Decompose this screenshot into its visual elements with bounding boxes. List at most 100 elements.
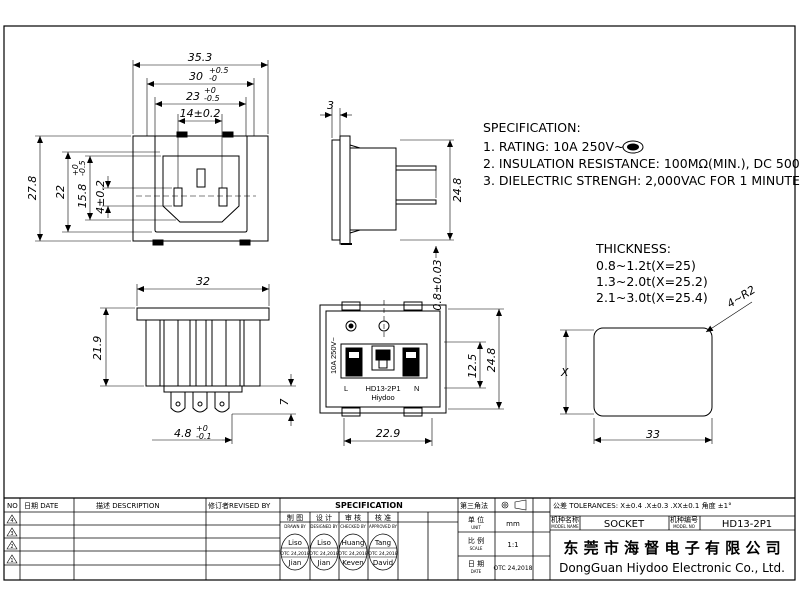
dim-0-8: 0.8±0.03 xyxy=(431,259,444,310)
rear-view xyxy=(319,300,447,417)
dim-30: 30 xyxy=(189,70,203,83)
tb-tolerances: 公差 TOLERANCES: X±0.4 .X±0.3 .XX±0.1 角度 ±… xyxy=(553,501,732,510)
specification-block: SPECIFICATION: 1. RATING: 10A 250V~ 2. I… xyxy=(483,120,800,188)
hdr-revised-by: 修订者REVISED BY xyxy=(208,501,271,510)
bottom-dimension-text: 32 21.9 7 4.8 +0 -0.1 xyxy=(91,275,291,441)
stamp-check-date: OTC 24,2018 xyxy=(338,551,367,557)
stamp-drawn-bottom: Jian xyxy=(288,559,302,567)
side-dimension-lines xyxy=(320,108,454,258)
stamp-approve-date: OTC 24,2018 xyxy=(368,551,397,557)
tb-unit-val: mm xyxy=(506,520,520,528)
tb-company-cn: 东 莞 市 海 督 电 子 有 限 公 司 xyxy=(563,539,780,557)
stamp-design-date: OTC 24,2018 xyxy=(309,551,338,557)
front-view xyxy=(132,131,269,246)
rear-dimension-text: 12.5 24.8 22.9 xyxy=(376,348,498,440)
tb-date-cn: 日 期 xyxy=(468,560,484,568)
dim-14: 14±0.2 xyxy=(180,107,221,120)
dim-27-8: 27.8 xyxy=(26,176,39,201)
dim-23-tol-dn: -0.5 xyxy=(204,94,220,103)
rear-n-label: N xyxy=(414,384,419,393)
thickness-line-2: 1.3~2.0t(X=25.2) xyxy=(596,274,708,289)
thickness-line-1: 0.8~1.2t(X=25) xyxy=(596,258,696,273)
tb-approve-cn: 核 准 xyxy=(375,513,391,522)
dim-radius: 4~R2 xyxy=(725,283,758,310)
dim-23-tol-up: +0 xyxy=(204,86,216,95)
stamp-check: Huang OTC 24,2018 Keven xyxy=(338,533,368,571)
rear-l-label: L xyxy=(344,384,348,393)
rear-model-label: HD13-2P1 xyxy=(365,384,400,393)
tb-model-name-val: SOCKET xyxy=(604,519,645,530)
panel-cutout xyxy=(560,301,753,444)
stamp-design: Liso OTC 24,2018 Jian xyxy=(309,533,339,571)
dim-23: 23 xyxy=(186,90,200,103)
rear-rating-label: 10A 250V~ xyxy=(329,336,338,374)
bottom-dimension-lines xyxy=(100,284,296,444)
stamp-check-bottom: Keven xyxy=(342,559,363,567)
sheet-border xyxy=(3,25,796,581)
tb-scale-en: SCALE xyxy=(470,546,483,551)
tb-model-no-val: HD13-2P1 xyxy=(722,519,772,530)
spec-title: SPECIFICATION: xyxy=(483,120,581,135)
hdr-date: 日期 DATE xyxy=(24,502,58,510)
spec-insulation: 2. INSULATION RESISTANCE: 100MΩ(MIN.), D… xyxy=(483,156,800,171)
hdr-description: 描述 DESCRIPTION xyxy=(96,501,160,510)
stamp-drawn-top: Liso xyxy=(288,539,302,547)
dim-7: 7 xyxy=(278,399,291,406)
panel-dimension-text: 4~R2 X 33 xyxy=(560,283,758,441)
dim-side-24-8: 24.8 xyxy=(451,178,464,203)
dim-4-8-tol-dn: -0.1 xyxy=(196,432,212,441)
front-dimension-lines xyxy=(35,60,269,242)
tb-third-angle: 第三角法 xyxy=(460,501,488,510)
dim-x-label: X xyxy=(560,366,569,379)
dim-22-9: 22.9 xyxy=(376,427,401,440)
tb-company-en: DongGuan Hiydoo Electronic Co., Ltd. xyxy=(559,561,785,575)
dim-3: 3 xyxy=(327,99,334,112)
dim-15-8: 15.8 xyxy=(76,184,89,209)
tb-model-name-en: MODEL NAME xyxy=(551,524,579,529)
dim-35-3: 35.3 xyxy=(188,51,213,64)
dim-12-5: 12.5 xyxy=(466,354,479,379)
rev-mark-3: 3 xyxy=(10,531,13,537)
tb-model-no-en: MODEL NO xyxy=(673,524,695,529)
dim-15-8-tol-up: +0 xyxy=(71,164,80,176)
tb-date-val: OTC 24,2018 xyxy=(494,565,533,572)
title-block xyxy=(4,497,795,580)
side-view xyxy=(331,135,437,245)
third-angle-projection-icon xyxy=(501,499,527,511)
bottom-view xyxy=(136,307,270,413)
stamp-design-top: Liso xyxy=(317,539,331,547)
spec-dielectric: 3. DIELECTRIC STRENGH: 2,000VAC FOR 1 MI… xyxy=(483,173,800,188)
stamp-approve: Tang OTC 24,2018 David xyxy=(368,533,398,571)
tb-model-no-cn: 机种编号 xyxy=(670,515,698,524)
title-block-text: NO 日期 DATE 描述 DESCRIPTION 修订者REVISED BY … xyxy=(6,499,785,575)
tb-drawn-cn: 制 图 xyxy=(287,513,303,522)
tb-check-en: CHECKED BY xyxy=(340,524,366,529)
rev-mark-2: 2 xyxy=(10,544,13,550)
dim-30-tol-up: +0.5 xyxy=(209,66,228,75)
tb-scale-cn: 比 例 xyxy=(468,536,484,545)
tb-model-name-cn: 机种名称 xyxy=(551,515,579,524)
stamp-check-top: Huang xyxy=(342,539,365,547)
rev-mark-4: 4 xyxy=(10,518,13,524)
thickness-title: THICKNESS: xyxy=(595,241,671,256)
stamp-approve-bottom: David xyxy=(373,559,393,567)
tb-approve-en: APPROVED BY xyxy=(369,524,398,529)
tb-date-en: DATE xyxy=(471,569,482,574)
dim-4-8-tol-up: +0 xyxy=(196,424,208,433)
tb-drawn-en: DRAWN BY xyxy=(284,524,306,529)
tb-unit-en: UNIT xyxy=(471,525,481,530)
spec-rating: 1. RATING: 10A 250V~ xyxy=(483,139,625,154)
dim-rear-24-8: 24.8 xyxy=(485,348,498,373)
dim-30-tol-dn: -0 xyxy=(209,74,217,83)
revision-triangles: 4 3 2 1 xyxy=(6,514,18,564)
hdr-no: NO xyxy=(7,502,18,510)
thickness-block: THICKNESS: 0.8~1.2t(X=25) 1.3~2.0t(X=25.… xyxy=(595,241,708,305)
stamp-drawn: Liso OTC 24,2018 Jian xyxy=(280,533,310,571)
tb-specification: SPECIFICATION xyxy=(335,501,403,510)
tb-design-cn: 设 计 xyxy=(316,513,332,522)
dim-33: 33 xyxy=(646,428,660,441)
stamp-approve-top: Tang xyxy=(374,539,391,547)
tb-unit-cn: 单 位 xyxy=(468,515,484,524)
dim-4-8: 4.8 xyxy=(174,427,192,440)
